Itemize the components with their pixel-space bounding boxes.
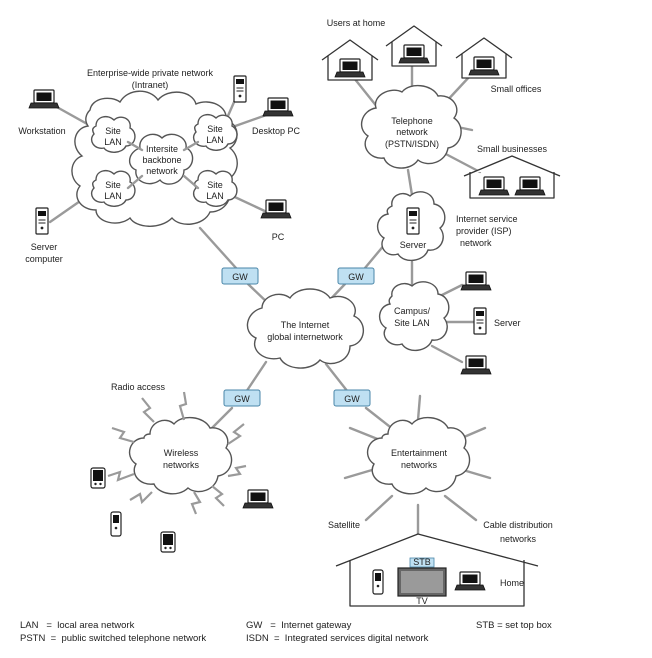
wireless-laptop-icon <box>242 489 274 509</box>
server-computer-icon <box>35 207 49 235</box>
gateway-wireless: GW <box>223 389 261 407</box>
campus-label: Campus/ <box>394 306 431 316</box>
users-at-home-label: Users at home <box>327 18 386 28</box>
gateway-label: GW <box>232 272 248 282</box>
site-lan-cloud-4 <box>192 169 238 207</box>
desktop-pc-label: Desktop PC <box>252 126 301 136</box>
cable-label: networks <box>500 534 537 544</box>
wireless-label: networks <box>163 460 200 470</box>
site-lan-label: LAN <box>104 191 122 201</box>
gateway-entertainment: GW <box>333 389 371 407</box>
pc-icon <box>260 199 292 219</box>
home-house-1 <box>321 39 379 81</box>
legend-stb: STB = set top box <box>476 620 552 631</box>
telephone-label: network <box>396 127 428 137</box>
pda-icon <box>90 467 106 489</box>
site-lan-label: Site <box>105 180 121 190</box>
gateway-label: GW <box>348 272 364 282</box>
gateway-label: GW <box>344 394 360 404</box>
home-house <box>335 533 539 607</box>
campus-laptop-icon-2 <box>460 355 492 375</box>
stb-label: STB <box>413 557 431 567</box>
entertainment-label: networks <box>401 460 438 470</box>
campus-label: Site LAN <box>394 318 430 328</box>
isp-label: provider (ISP) <box>456 226 512 236</box>
desktop-pc-icon <box>262 97 294 117</box>
small-business-house <box>463 155 561 199</box>
home-label: Home <box>500 578 524 588</box>
site-lan-label: LAN <box>206 191 224 201</box>
entertainment-label: Entertainment <box>391 448 448 458</box>
intersite-label: backbone <box>142 155 181 165</box>
legend-pstn: PSTN = public switched telephone network <box>20 633 206 644</box>
satellite-label: Satellite <box>328 520 360 530</box>
intersite-label: network <box>146 166 178 176</box>
server-computer-label: Server <box>31 242 58 252</box>
handheld-icon <box>160 531 176 553</box>
workstation-icon <box>28 89 60 109</box>
internet-cloud <box>246 288 364 369</box>
legend-isdn: ISDN = Integrated services digital netwo… <box>246 633 429 644</box>
isp-server-icon <box>406 207 420 235</box>
wireless-label: Wireless <box>164 448 199 458</box>
campus-laptop-icon-1 <box>460 271 492 291</box>
site-lan-label: Site <box>207 180 223 190</box>
server-tower-icon <box>233 75 247 103</box>
home-phone-icon <box>372 569 384 595</box>
small-businesses-label: Small businesses <box>477 144 548 154</box>
wireless-cloud <box>128 417 233 495</box>
small-offices-label: Small offices <box>491 84 542 94</box>
internet-label: global internetwork <box>267 332 343 342</box>
telephone-label: Telephone <box>391 116 433 126</box>
intersite-label: Intersite <box>146 144 178 154</box>
intranet-title-line2: (Intranet) <box>132 80 169 90</box>
radio-access-label: Radio access <box>111 382 166 392</box>
server-computer-label: computer <box>25 254 63 264</box>
isp-label: network <box>460 238 492 248</box>
home-house-2 <box>385 25 443 67</box>
site-lan-cloud-3 <box>90 169 136 207</box>
legend-gw: GW = Internet gateway <box>246 620 352 631</box>
site-lan-label: Site <box>105 126 121 136</box>
gateway-intranet: GW <box>221 267 259 285</box>
tv-label: TV <box>416 596 428 606</box>
entertainment-cloud <box>366 417 471 495</box>
cable-label: Cable distribution <box>483 520 553 530</box>
campus-server-icon <box>473 307 487 335</box>
site-lan-label: LAN <box>104 137 122 147</box>
home-laptop-icon <box>454 571 486 591</box>
campus-cloud <box>379 281 450 351</box>
telephone-cloud <box>360 85 462 169</box>
radio-access-bolts <box>107 391 247 515</box>
site-lan-label: Site <box>207 124 223 134</box>
legend-lan: LAN = local area network <box>20 620 135 631</box>
gateway-label: GW <box>234 394 250 404</box>
stb-box <box>409 557 435 568</box>
mobile-phone-icon <box>110 511 122 537</box>
intranet-title-line1: Enterprise-wide private network <box>87 68 214 78</box>
small-office-house <box>455 37 513 79</box>
workstation-label: Workstation <box>18 126 65 136</box>
isp-server-label: Server <box>400 240 427 250</box>
isp-label: Internet service <box>456 214 518 224</box>
site-lan-cloud-1 <box>90 115 136 153</box>
site-lan-cloud-2 <box>192 113 238 151</box>
pc-label: PC <box>272 232 285 242</box>
legend: LAN = local area network PSTN = public s… <box>20 620 552 644</box>
site-lan-label: LAN <box>206 135 224 145</box>
internet-label: The Internet <box>281 320 330 330</box>
campus-server-label: Server <box>494 318 521 328</box>
intersite-cloud <box>129 133 194 185</box>
gateway-isp: GW <box>337 267 375 285</box>
telephone-label: (PSTN/ISDN) <box>385 139 439 149</box>
